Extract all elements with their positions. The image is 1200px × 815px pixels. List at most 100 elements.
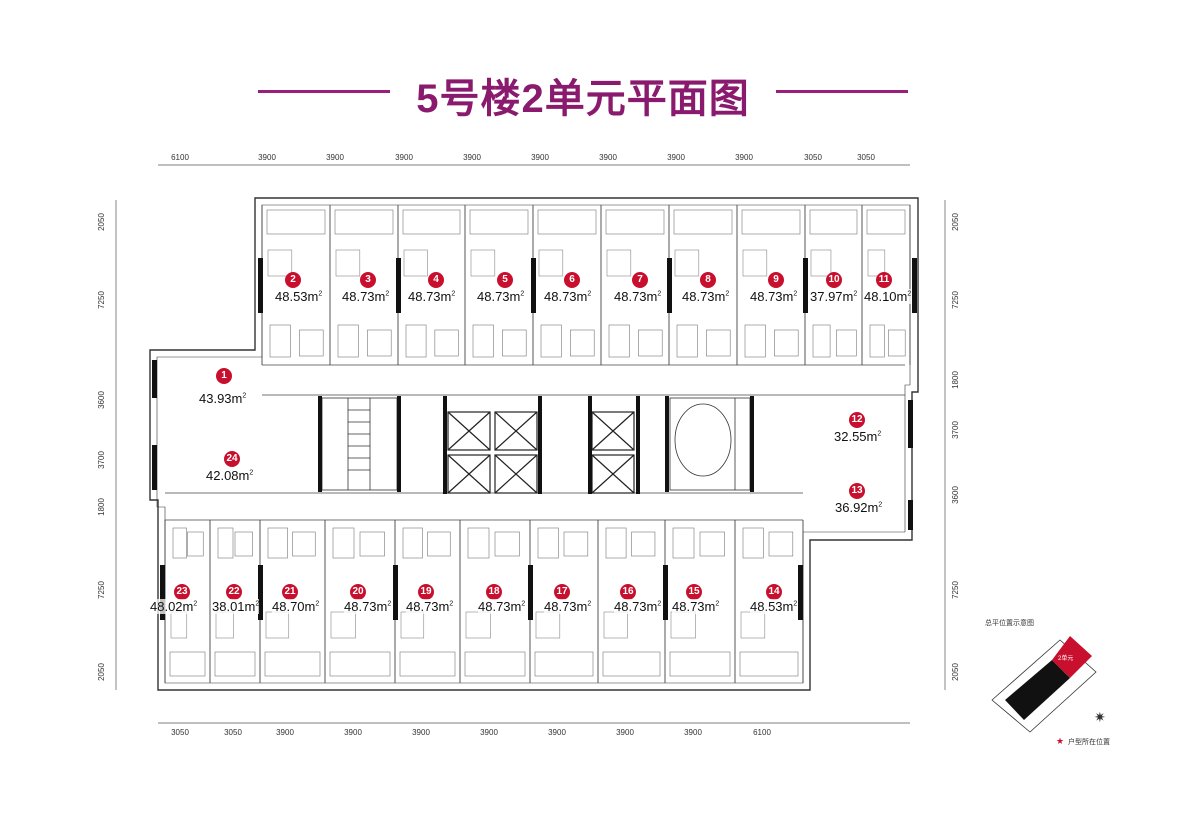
unit-area-label: 48.73m2 xyxy=(477,289,525,304)
unit-area-value: 48.53m xyxy=(750,599,794,614)
dimension-left-label: 2050 xyxy=(97,213,106,231)
dimension-right-label: 7250 xyxy=(951,581,960,599)
unit-area-value: 48.73m xyxy=(544,599,588,614)
unit-number-badge: 21 xyxy=(282,584,298,600)
unit-area-value: 48.73m xyxy=(342,289,386,304)
balcony xyxy=(402,209,461,235)
unit-area-label: 48.73m2 xyxy=(614,289,662,304)
balcony xyxy=(266,209,326,235)
room-details-top xyxy=(266,209,906,358)
unit-area-label: 48.73m2 xyxy=(344,599,392,614)
unit-area-value: 48.02m xyxy=(150,599,194,614)
bathroom xyxy=(672,527,695,559)
unit-area-exponent: 2 xyxy=(449,600,454,608)
dimension-right-label: 1800 xyxy=(951,371,960,389)
balcony xyxy=(673,209,733,235)
unit-area-label: 38.01m2 xyxy=(212,599,260,614)
dimension-bottom-label: 3900 xyxy=(412,728,430,737)
unit-area-exponent: 2 xyxy=(907,290,912,298)
unit-area-value: 48.73m xyxy=(614,599,658,614)
unit-number-badge: 19 xyxy=(418,584,434,600)
dimension-left-label: 7250 xyxy=(97,581,106,599)
party-wall xyxy=(528,565,533,620)
balcony xyxy=(537,209,597,235)
unit-area-label: 48.73m2 xyxy=(750,289,798,304)
unit-area-exponent: 2 xyxy=(587,290,592,298)
unit-area-exponent: 2 xyxy=(193,600,198,608)
unit-area-exponent: 2 xyxy=(877,430,882,438)
dimension-right-label: 3600 xyxy=(951,486,960,504)
dimension-top-label: 3050 xyxy=(804,153,822,162)
dimension-left-label: 1800 xyxy=(97,498,106,516)
dimension-left-label: 7250 xyxy=(97,291,106,309)
unit-area-value: 48.73m xyxy=(682,289,726,304)
unit-area-value: 48.73m xyxy=(614,289,658,304)
dimension-left-label: 2050 xyxy=(97,663,106,681)
dimension-right-label: 7250 xyxy=(951,291,960,309)
closet xyxy=(774,329,799,357)
dimension-bottom-label: 3900 xyxy=(344,728,362,737)
unit-area-value: 48.73m xyxy=(672,599,716,614)
dimension-top-label: 3900 xyxy=(463,153,481,162)
unit-area-exponent: 2 xyxy=(878,501,883,509)
unit-area-label: 48.73m2 xyxy=(614,599,662,614)
title-rule-right xyxy=(776,90,908,93)
closet xyxy=(768,531,794,557)
unit-area-value: 48.53m xyxy=(275,289,319,304)
unit-number-badge: 23 xyxy=(174,584,190,600)
unit-area-exponent: 2 xyxy=(520,290,525,298)
unit-area-exponent: 2 xyxy=(385,290,390,298)
bathroom xyxy=(812,324,831,358)
unit-number-badge: 7 xyxy=(632,272,648,288)
dimension-top-label: 3900 xyxy=(531,153,549,162)
dimension-bottom-label: 3050 xyxy=(171,728,189,737)
bed xyxy=(538,249,564,277)
unit-area-label: 48.02m2 xyxy=(150,599,198,614)
unit-area-exponent: 2 xyxy=(521,600,526,608)
bed xyxy=(810,249,832,277)
unit-tag: 2单元 xyxy=(1058,654,1073,662)
balcony xyxy=(214,651,256,677)
unit-area-exponent: 2 xyxy=(315,600,320,608)
unit-area-label: 48.73m2 xyxy=(682,289,730,304)
unit-number-badge: 20 xyxy=(350,584,366,600)
unit-area-value: 43.93m xyxy=(199,391,243,406)
bathroom xyxy=(744,324,766,358)
unit-area-exponent: 2 xyxy=(249,469,254,477)
unit-area-label: 48.73m2 xyxy=(478,599,526,614)
balcony xyxy=(329,651,391,677)
unit-area-label: 48.10m2 xyxy=(864,289,912,304)
star-icon: ★ xyxy=(1056,736,1065,746)
bed xyxy=(742,249,768,277)
title-bar: 5号楼2单元平面图 xyxy=(0,66,1200,121)
bathroom xyxy=(537,527,559,559)
unit-number-badge: 4 xyxy=(428,272,444,288)
bed xyxy=(170,611,188,639)
unit-area-label: 42.08m2 xyxy=(206,468,254,483)
dimension-bottom-label: 3900 xyxy=(276,728,294,737)
balcony xyxy=(534,651,594,677)
bed xyxy=(470,249,496,277)
unit-number-badge: 5 xyxy=(497,272,513,288)
unit-area-exponent: 2 xyxy=(657,290,662,298)
unit-area-value: 48.10m xyxy=(864,289,908,304)
closet xyxy=(234,531,253,557)
closet xyxy=(434,329,459,357)
unit-area-exponent: 2 xyxy=(318,290,323,298)
unit-area-exponent: 2 xyxy=(793,600,798,608)
bathroom xyxy=(472,324,494,358)
bathroom xyxy=(540,324,562,358)
party-wall xyxy=(531,258,536,313)
dimension-bottom-label: 3900 xyxy=(548,728,566,737)
unit-area-label: 48.73m2 xyxy=(408,289,456,304)
balcony xyxy=(169,651,206,677)
party-wall xyxy=(667,258,672,313)
unit-number-badge: 6 xyxy=(564,272,580,288)
bed xyxy=(335,249,361,277)
unit-number-badge: 11 xyxy=(876,272,892,288)
unit-area-value: 38.01m xyxy=(212,599,256,614)
balcony xyxy=(469,209,529,235)
closet xyxy=(631,531,656,557)
